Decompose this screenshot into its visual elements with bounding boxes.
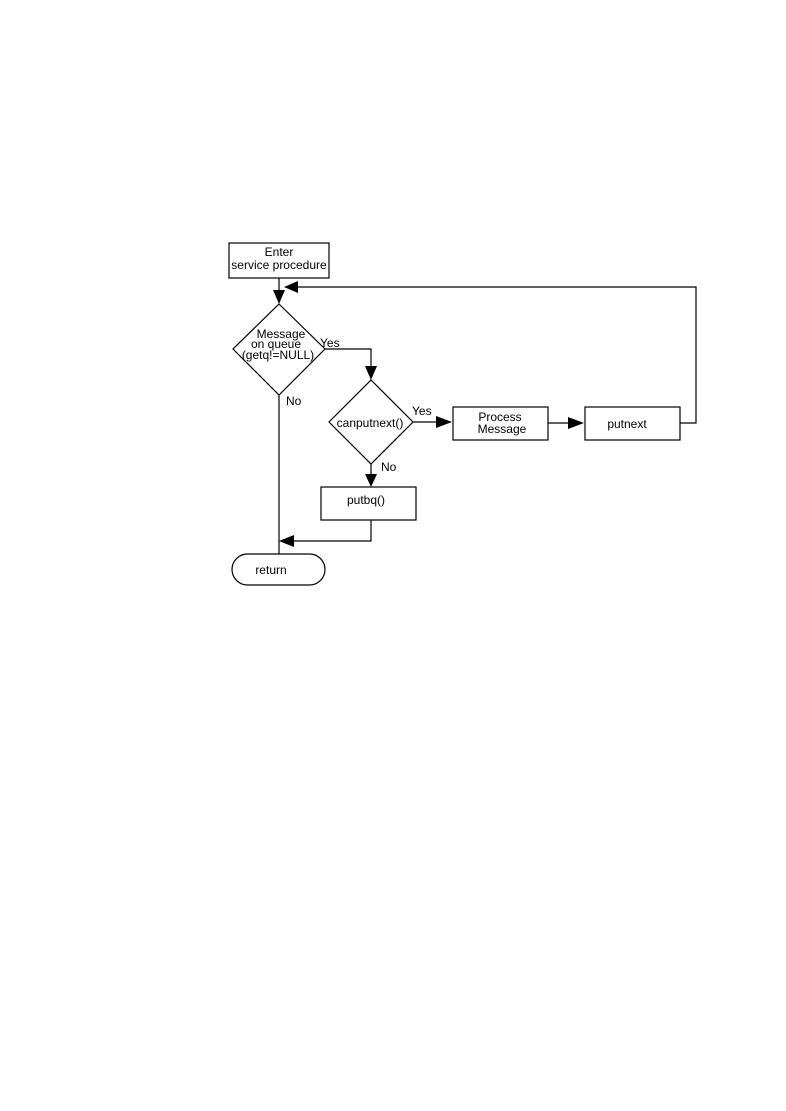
return-label: return xyxy=(255,563,286,577)
putbq-label: putbq() xyxy=(347,493,385,507)
enter-label-line-1: Enter xyxy=(265,245,294,259)
arrowhead-loop-back xyxy=(284,281,298,293)
process-label-line-1: Process xyxy=(478,410,521,424)
canputnext-decision: canputnext() xyxy=(328,379,414,465)
edge-message-yes-to-canputnext xyxy=(325,348,372,370)
arrowhead-putbq-to-return xyxy=(279,535,294,547)
edge-putnext-loop-back xyxy=(294,286,697,424)
arrowhead-canputnext-no xyxy=(365,474,377,487)
putnext-label: putnext xyxy=(607,417,647,431)
message-label-line-1: Message xyxy=(257,327,306,341)
message-on-queue-decision: Message on queue (getq!=NULL) xyxy=(232,303,326,396)
canputnext-no-label: No xyxy=(381,460,397,474)
process-label-line-2: Message xyxy=(478,422,527,436)
canputnext-yes-label: Yes xyxy=(412,404,432,418)
enter-service-procedure-box: Enter service procedure xyxy=(228,242,330,279)
putbq-box: putbq() xyxy=(320,486,417,521)
arrowhead-message-yes xyxy=(365,366,377,380)
edge-putbq-to-return xyxy=(292,520,372,542)
message-yes-label: Yes xyxy=(320,336,340,350)
arrowhead-canputnext-yes xyxy=(436,416,452,428)
arrowhead-enter-to-message xyxy=(273,290,285,304)
canputnext-label: canputnext() xyxy=(337,416,404,430)
return-terminator: return xyxy=(231,553,326,586)
message-label-line-3: (getq!=NULL) xyxy=(242,348,314,362)
message-label-line-2: on queue xyxy=(251,337,301,351)
message-no-label: No xyxy=(286,394,302,408)
process-message-box: Process Message xyxy=(452,406,549,441)
enter-label-line-2: service procedure xyxy=(231,258,327,272)
arrowhead-process-to-putnext xyxy=(568,417,584,429)
putnext-box: putnext xyxy=(584,406,681,441)
